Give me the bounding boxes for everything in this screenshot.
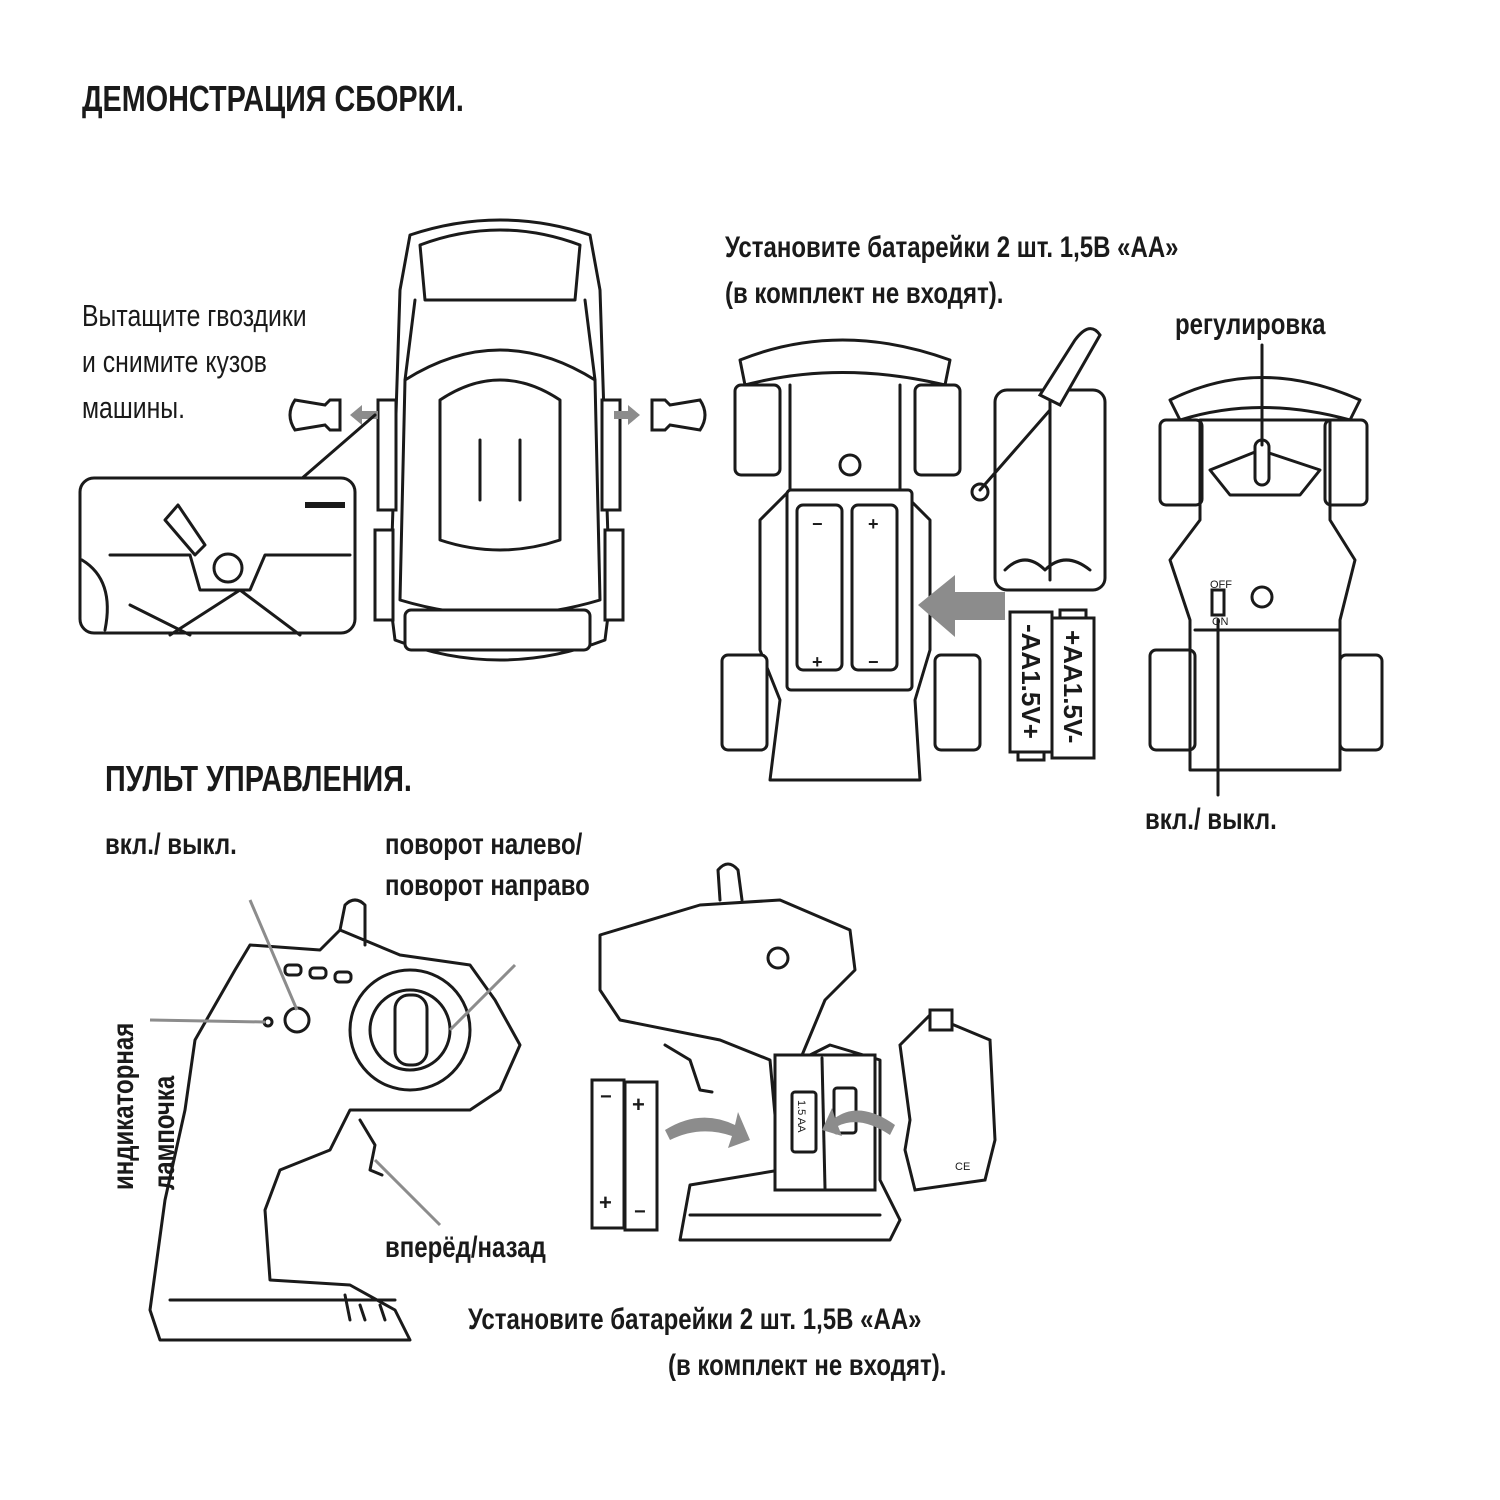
battery-label-1: -AA1.5V+ [1016,624,1046,739]
chassis-top-illustration: OFF ON [1148,343,1384,797]
throttle-label: вперёд/назад [385,1231,546,1264]
steering-label-line-1: поворот налево/ [385,828,583,861]
svg-text:ON: ON [1212,616,1229,628]
svg-text:−: − [600,1086,612,1108]
svg-text:−: − [812,514,823,534]
pin-detail-inset [78,476,357,637]
remote-control-illustration [148,898,522,1342]
cover-arrow-icon [822,1108,895,1136]
battery-cover-screwdriver [970,327,1107,592]
arrow-left-icon [350,405,378,425]
remote-install-batteries-line-1: Установите батарейки 2 шт. 1,5В «АА» [468,1303,922,1336]
insert-arrow-icon-2 [665,1112,750,1148]
svg-text:CE: CE [955,1161,970,1173]
battery-label-2: +AA1.5V- [1058,630,1088,743]
steering-label-line-2: поворот направо [385,869,590,902]
indicator-label-line-1: индикаторная [107,1022,140,1190]
svg-text:+: + [812,652,823,672]
remote-power-switch-label: вкл./ выкл. [105,828,237,861]
assembly-title: ДЕМОНСТРАЦИЯ СБОРКИ. [82,78,464,119]
adjustment-label: регулировка [1175,308,1326,341]
remove-pins-line-3: машины. [82,390,186,425]
pin-right-icon [650,398,707,432]
remote-install-batteries-line-2: (в комплект не входят). [668,1349,947,1382]
svg-text:+: + [599,1190,612,1215]
car-power-switch-label: вкл./ выкл. [1145,803,1277,836]
svg-text:OFF: OFF [1210,579,1232,591]
remote-battery-illustration: 1.5 AA CE −+ +− [590,862,997,1242]
install-batteries-line-2: (в комплект не входят). [725,277,1004,310]
svg-text:+: + [632,1092,645,1117]
indicator-label-line-2: лампочка [148,1075,181,1190]
remove-pins-line-1: Вытащите гвоздики [82,298,307,333]
svg-text:−: − [868,652,879,672]
remote-title: ПУЛЬТ УПРАВЛЕНИЯ. [105,758,412,799]
svg-text:−: − [634,1201,646,1223]
arrow-right-icon [614,405,640,425]
svg-text:+: + [868,514,879,534]
aa-batteries-illustration: -AA1.5V+ +AA1.5V- [1008,608,1096,762]
chassis-battery-illustration: − + + − [720,338,982,782]
remove-pins-line-2: и снимите кузов [82,344,267,379]
compartment-marking: 1.5 AA [795,1100,807,1133]
install-batteries-line-1: Установите батарейки 2 шт. 1,5В «АА» [725,231,1179,264]
car-body-illustration [373,218,625,662]
insert-arrow-icon [918,575,1005,637]
pin-left-icon [288,398,342,432]
